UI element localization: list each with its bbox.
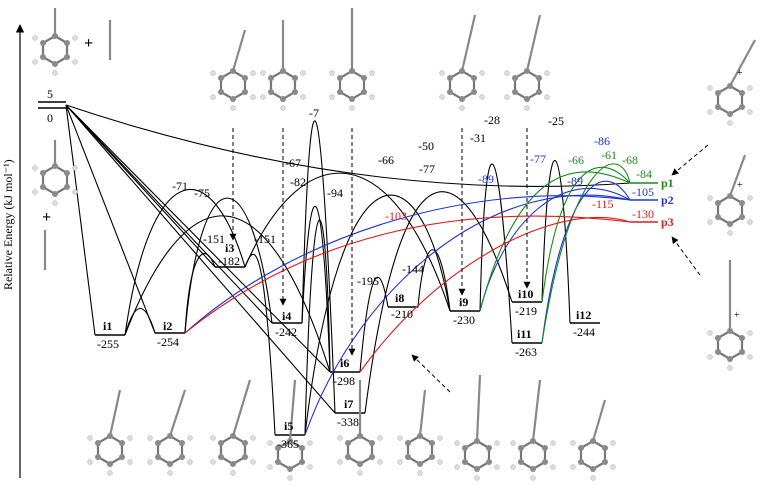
label-i7: i7 [344, 397, 353, 411]
energy-i11: -263 [515, 345, 537, 359]
intermediate-labels: i1 -255 i2 -254 i3 -182 i4 -242 i5 -365 … [97, 241, 595, 451]
energy-p2: -105 [632, 185, 654, 199]
barrier-black-3: -151 [203, 232, 225, 246]
barrier-black-16: -25 [548, 114, 564, 128]
energy-i3: -182 [218, 254, 240, 268]
reactant-plus-top: + [84, 35, 93, 52]
energy-i12: -244 [573, 325, 595, 339]
energy-i6: -298 [333, 374, 355, 388]
y-axis-label: Relative Energy (kJ mol⁻¹) [1, 159, 15, 290]
barrier-blue-1: -89 [478, 172, 494, 186]
barrier-labels-red: -103 -115 [385, 197, 614, 223]
molecule-structures [31, 31, 754, 482]
barrier-black-9: -66 [378, 153, 394, 167]
product-plus-2: + [737, 180, 743, 191]
label-p3: p3 [661, 215, 674, 229]
barrier-red-2: -115 [592, 197, 614, 211]
barrier-black-4: -151 [254, 232, 276, 246]
intermediate-levels [95, 266, 600, 436]
barrier-black-7: -7 [309, 106, 319, 120]
barrier-black-12: -195 [357, 274, 379, 288]
barrier-blue-3: -89 [567, 174, 583, 188]
barrier-black-14: -31 [470, 131, 486, 145]
reactant-plus-left: + [42, 209, 51, 226]
product-plus-1: + [737, 68, 743, 79]
label-i11: i11 [517, 327, 532, 341]
energy-i1: -255 [97, 337, 119, 351]
energy-i9: -230 [453, 313, 475, 327]
barrier-labels-black: -71 -75 -151 -151 -67 -82 -7 -94 -66 -50… [172, 106, 564, 288]
barrier-green-3: -68 [622, 153, 638, 167]
barrier-black-15: -28 [484, 113, 500, 127]
energy-i10: -219 [515, 304, 537, 318]
reactant-energy-bottom: 0 [47, 111, 53, 125]
barrier-black-1: -71 [172, 179, 188, 193]
barrier-green-2: -61 [601, 148, 617, 162]
structure-arrows [229, 128, 709, 393]
energy-i5: -365 [277, 437, 299, 451]
energy-p3: -130 [632, 207, 654, 221]
energy-p1: -84 [636, 167, 652, 181]
barrier-black-6: -82 [290, 175, 306, 189]
label-p1: p1 [661, 176, 674, 190]
label-i5: i5 [284, 419, 293, 433]
barrier-labels-green: -66 -61 -68 [568, 148, 638, 167]
energy-i8: -210 [391, 307, 413, 321]
barrier-blue-4: -86 [594, 134, 610, 148]
label-i9: i9 [459, 295, 468, 309]
barrier-labels-blue: -89 -77 -89 -86 [478, 134, 610, 188]
barrier-green-1: -66 [568, 153, 584, 167]
label-i1: i1 [103, 319, 112, 333]
barrier-black-8: -94 [327, 186, 343, 200]
barrier-black-2: -75 [194, 186, 210, 200]
black-paths [65, 104, 631, 436]
barrier-blue-2: -77 [530, 152, 546, 166]
green-paths [479, 163, 631, 344]
molecule-chains [43, 8, 756, 442]
label-i10: i10 [518, 287, 533, 301]
barrier-black-5: -67 [285, 156, 301, 170]
reactant-energy-top: 5 [47, 87, 53, 101]
energy-i4: -242 [275, 325, 297, 339]
label-p2: p2 [661, 193, 674, 207]
energy-i7: -338 [337, 415, 359, 429]
barrier-black-11: -77 [419, 162, 435, 176]
label-i2: i2 [163, 319, 172, 333]
barrier-black-10: -50 [418, 139, 434, 153]
barrier-black-13: -144 [402, 262, 424, 276]
red-paths [184, 215, 631, 373]
label-i3: i3 [225, 241, 234, 255]
product-plus-3: + [734, 310, 740, 321]
label-i8: i8 [395, 291, 404, 305]
blue-paths [184, 180, 631, 436]
label-i4: i4 [282, 309, 291, 323]
label-i6: i6 [340, 356, 349, 370]
barrier-red-1: -103 [385, 209, 407, 223]
label-i12: i12 [576, 308, 591, 322]
energy-i2: -254 [157, 335, 179, 349]
